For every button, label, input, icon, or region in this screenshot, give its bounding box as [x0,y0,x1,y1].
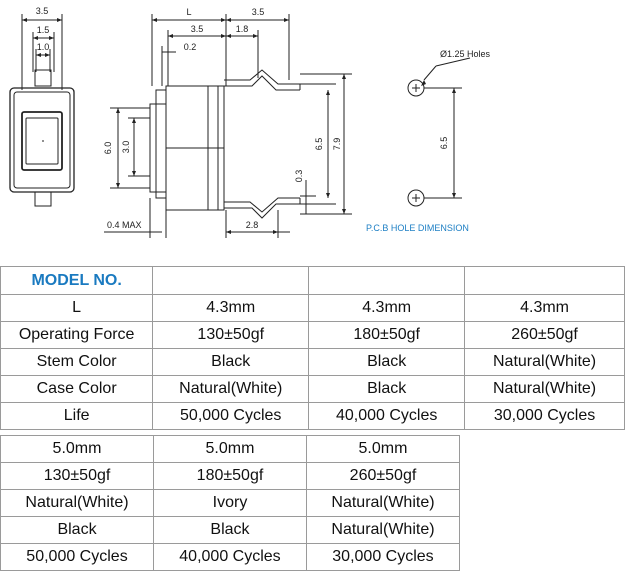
table-cell: 260±50gf [464,321,625,349]
table-cell: 30,000 Cycles [464,402,625,430]
table-cell: 5.0mm [0,435,154,463]
table-cell: 180±50gf [153,462,307,490]
dim-0-3: 0.3 [294,170,304,183]
row-label: Operating Force [0,321,154,349]
dim-6-5-pcb: 6.5 [439,137,449,150]
table-cell [308,266,466,295]
table-cell: 180±50gf [308,321,466,349]
table-cell: Natural(White) [464,375,625,403]
table-cell: 5.0mm [153,435,307,463]
table-cell: 40,000 Cycles [153,543,307,571]
pcb-hole-dimension-label: P.C.B HOLE DIMENSION [366,223,469,233]
table-row: Natural(White) Ivory Natural(White) [0,489,461,517]
table-cell: 50,000 Cycles [152,402,310,430]
table-cell [464,266,625,295]
dim-1-8: 1.8 [236,24,249,34]
table-cell: Black [308,375,466,403]
table-row: Case Color Natural(White) Black Natural(… [0,375,625,403]
table-row: 50,000 Cycles 40,000 Cycles 30,000 Cycle… [0,543,461,571]
table-cell: 40,000 Cycles [308,402,466,430]
table-header-row: MODEL NO. [0,266,625,295]
row-label: Life [0,402,154,430]
row-label: Case Color [0,375,154,403]
dim-6-0: 6.0 [103,142,113,155]
table-row: 130±50gf 180±50gf 260±50gf [0,462,461,490]
model-no-header: MODEL NO. [0,266,154,295]
dimension-arrows [22,18,456,234]
table-cell: 260±50gf [305,462,461,490]
table-row: Black Black Natural(White) [0,516,461,544]
dim-holes: Ø1.25 Holes [440,49,491,59]
table-cell: 130±50gf [152,321,310,349]
dim-6-5-terminal: 6.5 [314,138,324,151]
table-cell: Natural(White) [305,489,461,517]
table-row: Operating Force 130±50gf 180±50gf 260±50… [0,321,625,349]
table-row: 5.0mm 5.0mm 5.0mm [0,435,461,463]
row-label: L [0,294,154,322]
table-cell: Black [0,516,154,544]
table-cell: Natural(White) [464,348,625,376]
spec-table-4-3mm: MODEL NO. L 4.3mm 4.3mm 4.3mm Operating … [0,266,625,430]
dim-7-9: 7.9 [332,138,342,151]
table-cell: Natural(White) [152,375,310,403]
table-cell: 5.0mm [305,435,461,463]
dim-0-2: 0.2 [184,42,197,52]
dim-1-5: 1.5 [37,25,50,35]
dim-3-5-body: 3.5 [191,24,204,34]
spec-table-5-0mm: 5.0mm 5.0mm 5.0mm 130±50gf 180±50gf 260±… [0,435,461,571]
dim-L: L [186,7,191,17]
table-cell: Natural(White) [0,489,154,517]
table-row: L 4.3mm 4.3mm 4.3mm [0,294,625,322]
side-view [104,14,352,238]
pcb-hole-view [407,57,471,207]
table-cell: 4.3mm [152,294,310,322]
table-cell: 130±50gf [0,462,154,490]
table-row: Life 50,000 Cycles 40,000 Cycles 30,000 … [0,402,625,430]
table-cell: 30,000 Cycles [305,543,461,571]
dim-3-5-overall: 3.5 [252,7,265,17]
dim-1-0: 1.0 [37,42,50,52]
front-view [9,14,75,207]
table-cell: Black [153,516,307,544]
dim-2-8: 2.8 [246,220,259,230]
dim-3-5-width: 3.5 [36,6,49,16]
table-cell: Natural(White) [305,516,461,544]
dim-3-0: 3.0 [121,141,131,154]
table-cell: Ivory [153,489,307,517]
table-row: Stem Color Black Black Natural(White) [0,348,625,376]
row-label: Stem Color [0,348,154,376]
table-cell: 50,000 Cycles [0,543,154,571]
table-cell: Black [308,348,466,376]
table-cell: 4.3mm [464,294,625,322]
table-cell: 4.3mm [308,294,466,322]
table-cell: Black [152,348,310,376]
dim-0-4-max: 0.4 MAX [107,220,142,230]
table-cell [152,266,310,295]
technical-drawing: 3.5 1.5 1.0 L 3.5 3.5 1.8 0.2 6.0 3.0 6.… [9,6,491,238]
